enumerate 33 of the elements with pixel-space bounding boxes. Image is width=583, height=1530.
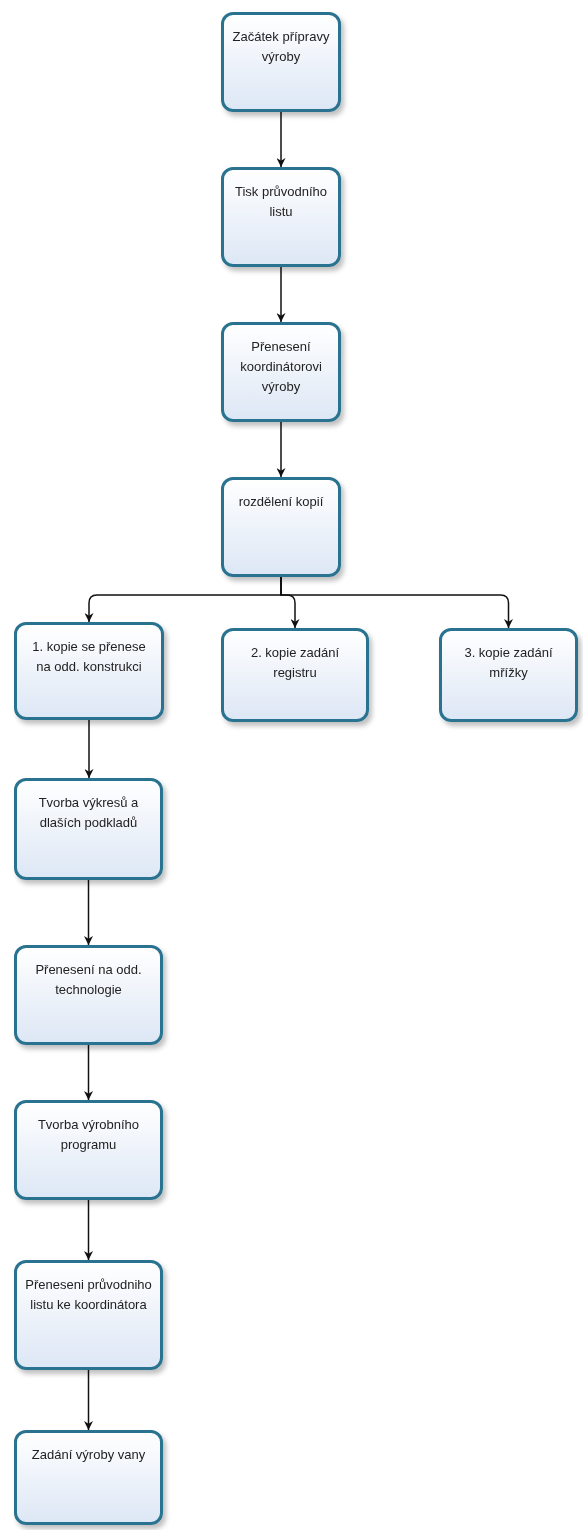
process-box — [221, 167, 341, 267]
process-box — [14, 1260, 163, 1370]
box-label: Přenesení na odd. technologie — [34, 961, 143, 999]
arrow — [84, 1369, 93, 1431]
arrow — [84, 1199, 93, 1261]
box-label: 1. kopie se přenese na odd. konstrukci — [31, 638, 147, 676]
arrow — [276, 111, 286, 168]
box-label: rozdělení kopií — [238, 493, 324, 511]
box-label: Tvorba výrobního programu — [36, 1116, 141, 1154]
process-box — [221, 322, 341, 422]
process-box — [14, 1100, 163, 1200]
process-box — [14, 622, 164, 720]
box-label: 2. kopie zadání registru — [249, 644, 341, 682]
arrow — [84, 1044, 93, 1101]
process-box — [221, 628, 369, 722]
box-label: Přeneseni průvodniho listu ke koordinátora — [25, 1276, 152, 1314]
box-label: Zadání výroby vany — [31, 1446, 146, 1464]
process-box — [439, 628, 578, 722]
arrow — [276, 266, 286, 323]
process-box — [14, 945, 163, 1045]
process-box — [221, 12, 341, 112]
arrow — [276, 421, 286, 478]
process-box — [14, 778, 163, 880]
arrow — [280, 576, 513, 629]
box-label: Začátek přípravy výroby — [232, 28, 330, 66]
arrow — [84, 879, 93, 946]
box-label: 3. kopie zadání mřížky — [463, 644, 554, 682]
box-label: Tisk průvodního listu — [234, 183, 328, 221]
box-label: Tvorba výkresů a dlaších podkladů — [37, 794, 140, 832]
arrow — [84, 719, 94, 779]
process-box — [221, 477, 341, 577]
box-label: Přenesení koordinátorovi výroby — [239, 338, 323, 396]
process-box — [14, 1430, 163, 1525]
